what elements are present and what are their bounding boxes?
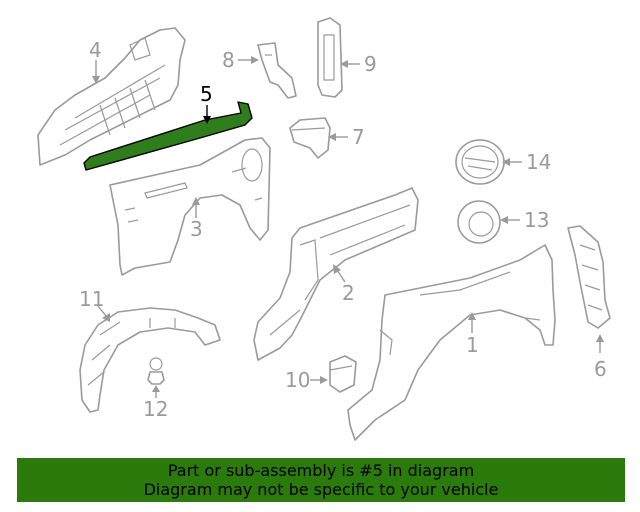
callout-11: 11 — [79, 287, 110, 322]
callout-8: 8 — [222, 48, 259, 72]
banner-line-2: Diagram may not be specific to your vehi… — [143, 480, 499, 499]
callout-label-14: 14 — [526, 150, 551, 174]
callout-label-9: 9 — [364, 52, 377, 76]
part-11-wheel-liner[interactable] — [79, 307, 221, 413]
callout-label-13: 13 — [524, 208, 549, 232]
callout-4: 4 — [89, 38, 102, 84]
part-2-pillar-assembly[interactable] — [253, 187, 419, 361]
part-13-fuel-housing[interactable] — [457, 200, 501, 244]
callout-2: 2 — [333, 264, 355, 305]
part-9-pillar[interactable] — [317, 17, 343, 98]
callout-label-8: 8 — [222, 48, 235, 72]
callout-label-7: 7 — [352, 125, 365, 149]
callout-label-3: 3 — [190, 217, 203, 241]
callout-5: 5 — [200, 82, 213, 124]
callout-3: 3 — [190, 197, 203, 241]
callout-13: 13 — [500, 208, 549, 232]
part-3-quarter-panel[interactable] — [109, 137, 271, 276]
callout-label-1: 1 — [466, 333, 479, 357]
callout-14: 14 — [502, 150, 551, 174]
callout-9: 9 — [340, 52, 377, 76]
callout-label-10: 10 — [285, 368, 310, 392]
callout-6: 6 — [594, 334, 607, 381]
banner-line-1: Part or sub-assembly is #5 in diagram — [167, 461, 475, 480]
parts-diagram: 4 5 8 9 7 3 14 13 2 — [37, 17, 611, 441]
callout-label-12: 12 — [143, 397, 168, 421]
part-10-bracket-block[interactable] — [329, 355, 357, 393]
callout-label-5: 5 — [200, 82, 213, 106]
part-7-block[interactable] — [289, 117, 331, 159]
part-5-rail-strip[interactable] — [83, 101, 253, 171]
part-4-inner-panel[interactable] — [37, 27, 186, 166]
notice-banner: Part or sub-assembly is #5 in diagram Di… — [17, 458, 625, 502]
callout-10: 10 — [285, 368, 328, 392]
callout-1: 1 — [466, 312, 479, 357]
part-6-rear-panel[interactable] — [567, 225, 611, 329]
part-1-outer-fender[interactable] — [347, 244, 556, 441]
part-8-bracket[interactable] — [257, 42, 297, 99]
callout-label-6: 6 — [594, 357, 607, 381]
callout-label-2: 2 — [342, 281, 355, 305]
part-14-fuel-door[interactable] — [455, 139, 505, 185]
part-12-fastener[interactable] — [147, 357, 165, 385]
callout-label-4: 4 — [89, 38, 102, 62]
callout-12: 12 — [143, 385, 168, 421]
callout-7: 7 — [328, 125, 365, 149]
callout-label-11: 11 — [79, 287, 104, 311]
